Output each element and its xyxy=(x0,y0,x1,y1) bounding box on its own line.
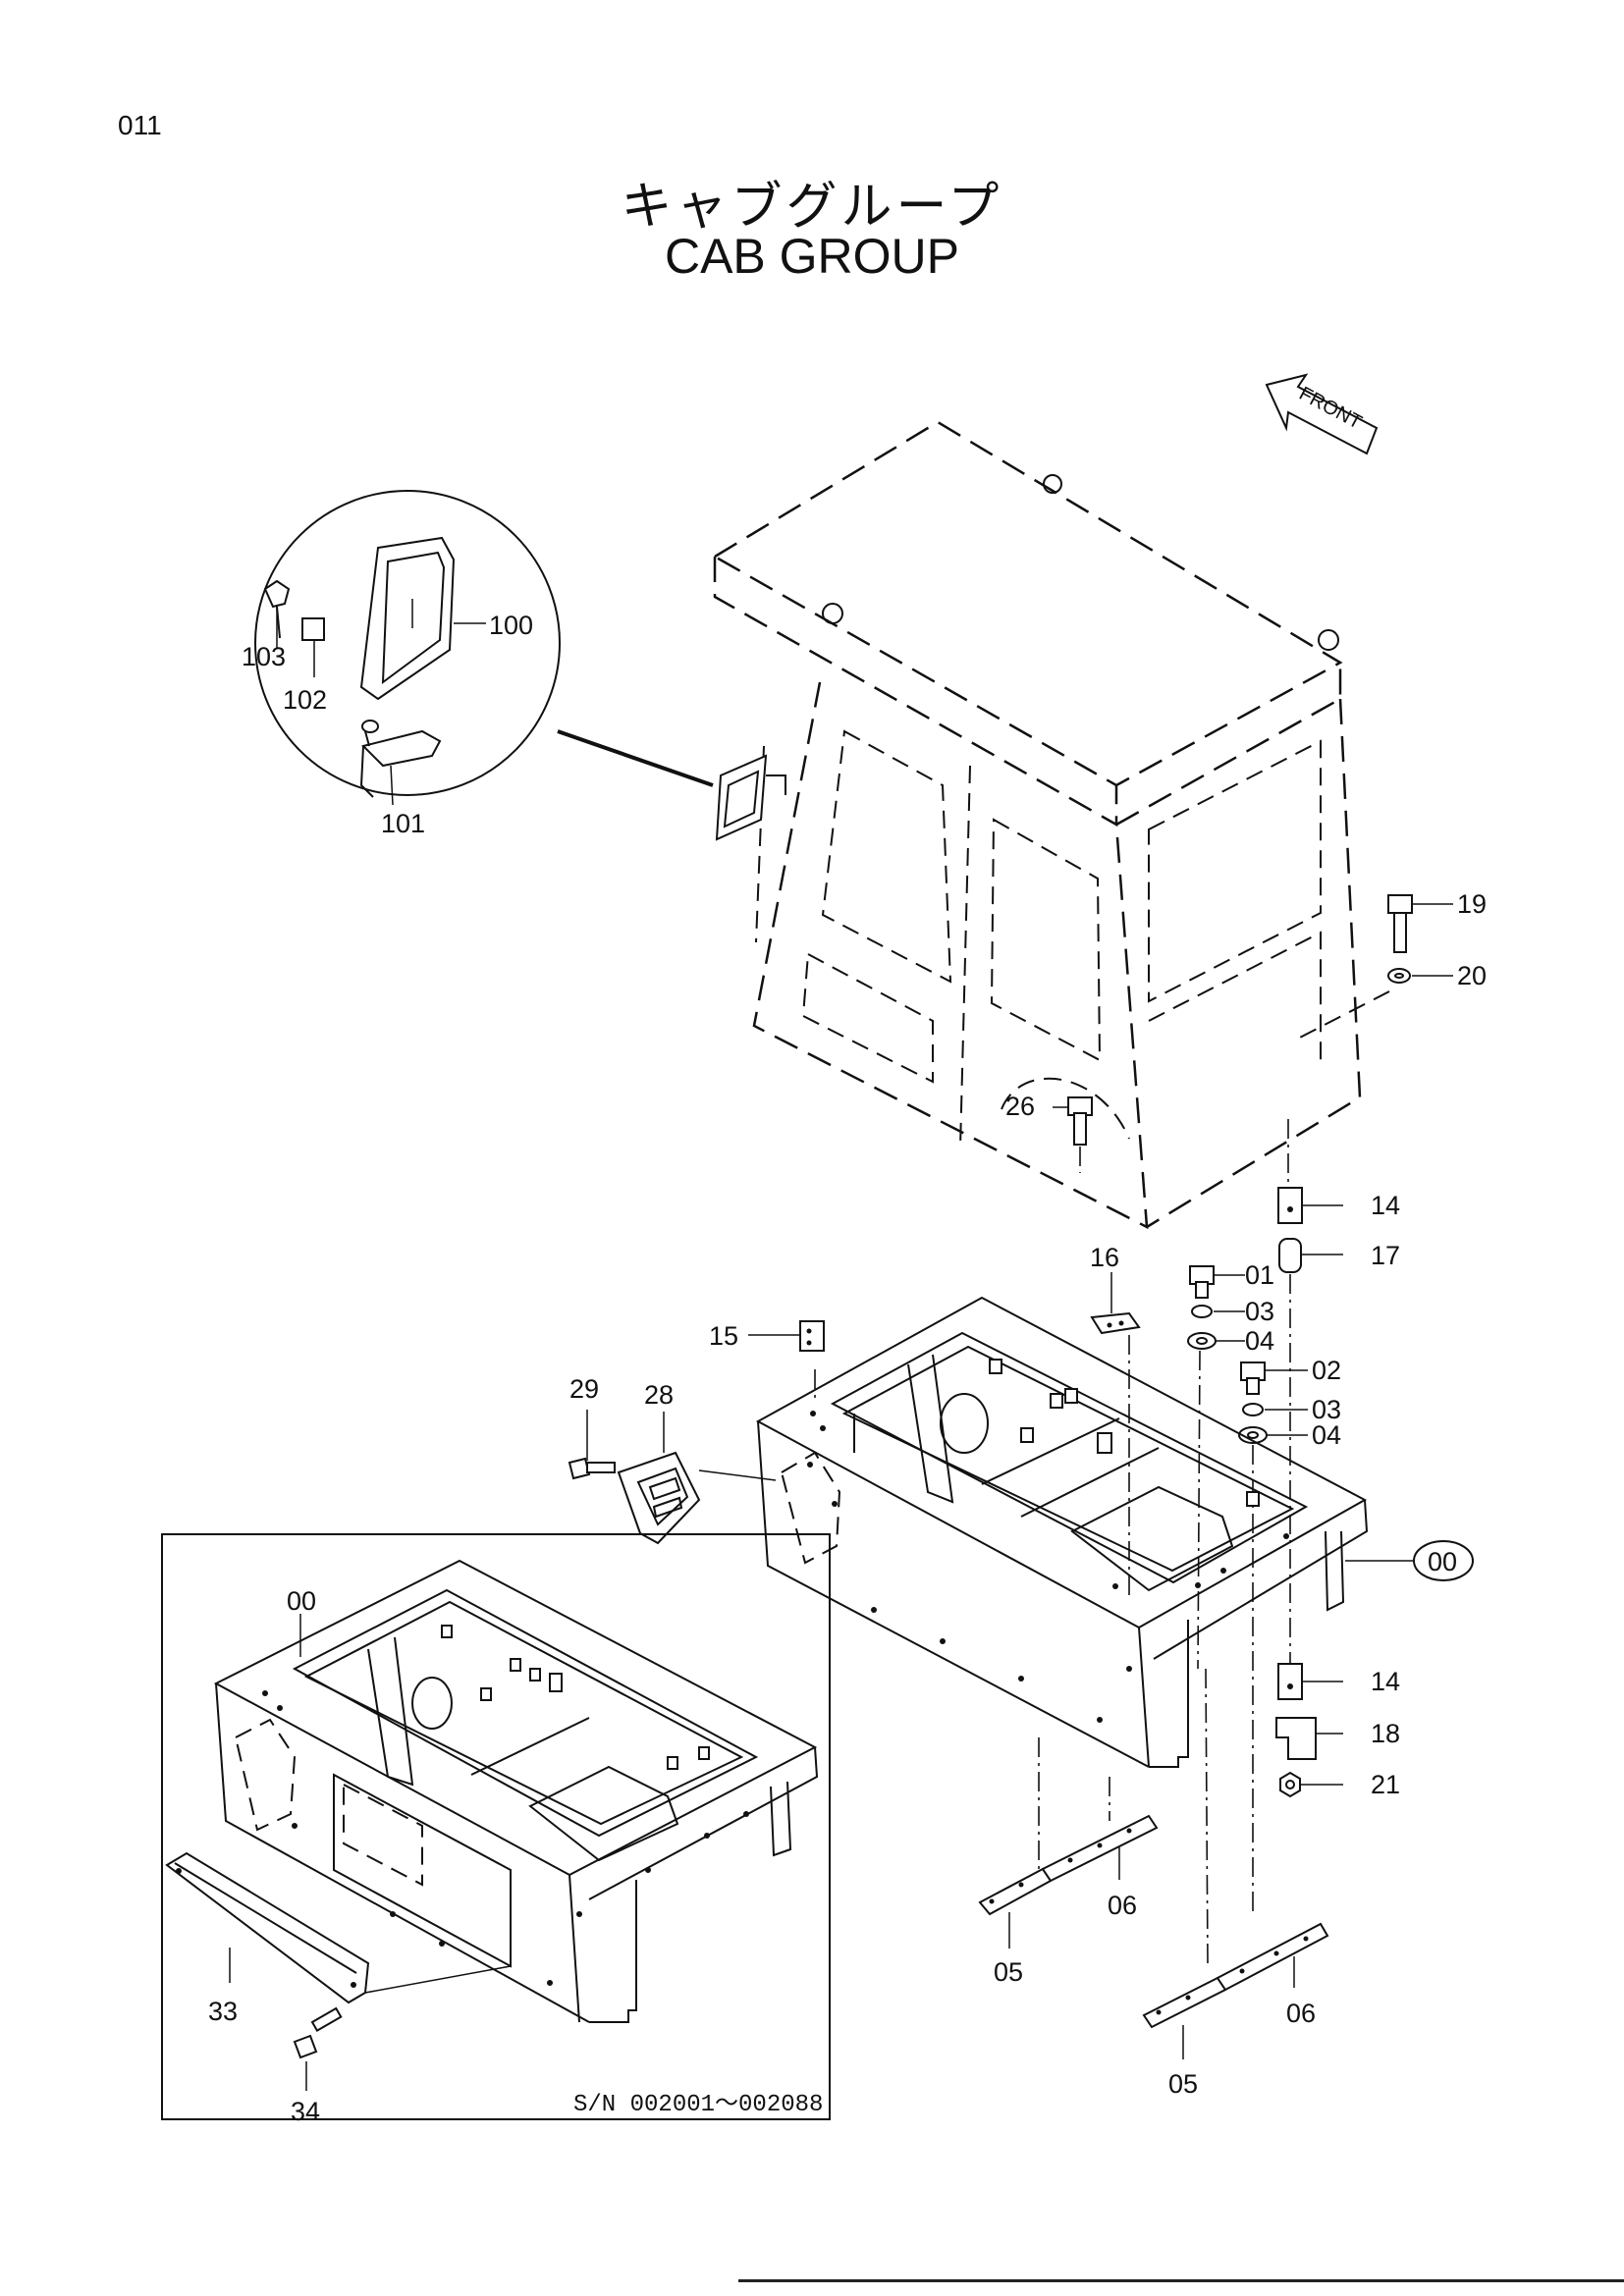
label-00-circle: 00 xyxy=(1428,1547,1457,1576)
label-28: 28 xyxy=(644,1380,674,1410)
label-19: 19 xyxy=(1457,889,1487,919)
label-18: 18 xyxy=(1371,1719,1400,1748)
label-33: 33 xyxy=(208,1997,238,2026)
label-05-upper: 05 xyxy=(994,1957,1023,1987)
label-04-upper: 04 xyxy=(1245,1326,1274,1356)
label-15: 15 xyxy=(709,1321,738,1351)
label-00: 00 xyxy=(287,1586,316,1616)
label-103: 103 xyxy=(242,642,286,671)
strap-pair-upper xyxy=(978,1814,1159,1949)
label-20: 20 xyxy=(1457,961,1487,990)
cab-body xyxy=(712,420,1362,1230)
label-34: 34 xyxy=(291,2097,320,2126)
bolt-29 xyxy=(568,1410,616,1480)
label-100: 100 xyxy=(489,611,533,640)
label-14-upper: 14 xyxy=(1371,1191,1400,1220)
mirror-detail-circle xyxy=(254,490,561,806)
label-01: 01 xyxy=(1245,1260,1274,1290)
label-03-lower: 03 xyxy=(1312,1395,1341,1424)
serial-number-note: S/N 002001～002088 xyxy=(573,2092,823,2118)
bracket-15 xyxy=(748,1320,825,1352)
bottom-rule xyxy=(738,2279,1624,2282)
label-102: 102 xyxy=(283,685,327,715)
mount-hardware-stack xyxy=(1053,894,1453,1914)
label-04-lower: 04 xyxy=(1312,1420,1341,1450)
bracket-16 xyxy=(1090,1272,1141,1335)
label-29: 29 xyxy=(569,1374,599,1404)
serial-range-inset xyxy=(161,1533,831,2120)
label-06-upper: 06 xyxy=(1108,1891,1137,1920)
callout-00-circle xyxy=(1413,1540,1474,1581)
label-06-lower: 06 xyxy=(1286,1999,1316,2028)
label-05-lower: 05 xyxy=(1168,2069,1198,2099)
mirror-assembly xyxy=(557,729,786,841)
grille-plate-28 xyxy=(617,1412,777,1545)
part-number-labels: 100 103 102 101 19 20 26 14 16 17 01 03 … xyxy=(208,611,1487,2126)
page-number: 011 xyxy=(118,110,162,140)
label-17: 17 xyxy=(1371,1241,1400,1270)
label-03-upper: 03 xyxy=(1245,1297,1274,1326)
label-14-lower: 14 xyxy=(1371,1667,1400,1696)
cab-floor-frame xyxy=(755,1296,1369,1964)
title-english: CAB GROUP xyxy=(664,229,960,284)
label-21: 21 xyxy=(1371,1770,1400,1799)
label-02: 02 xyxy=(1312,1356,1341,1385)
title-japanese: キャブグループ xyxy=(621,178,1003,237)
front-label: FRONT xyxy=(1295,383,1365,434)
label-16: 16 xyxy=(1090,1243,1119,1272)
label-26: 26 xyxy=(1005,1092,1035,1121)
label-101: 101 xyxy=(381,809,425,838)
strap-pair-lower xyxy=(1142,1922,1329,2059)
front-arrow: FRONT xyxy=(1265,373,1379,455)
